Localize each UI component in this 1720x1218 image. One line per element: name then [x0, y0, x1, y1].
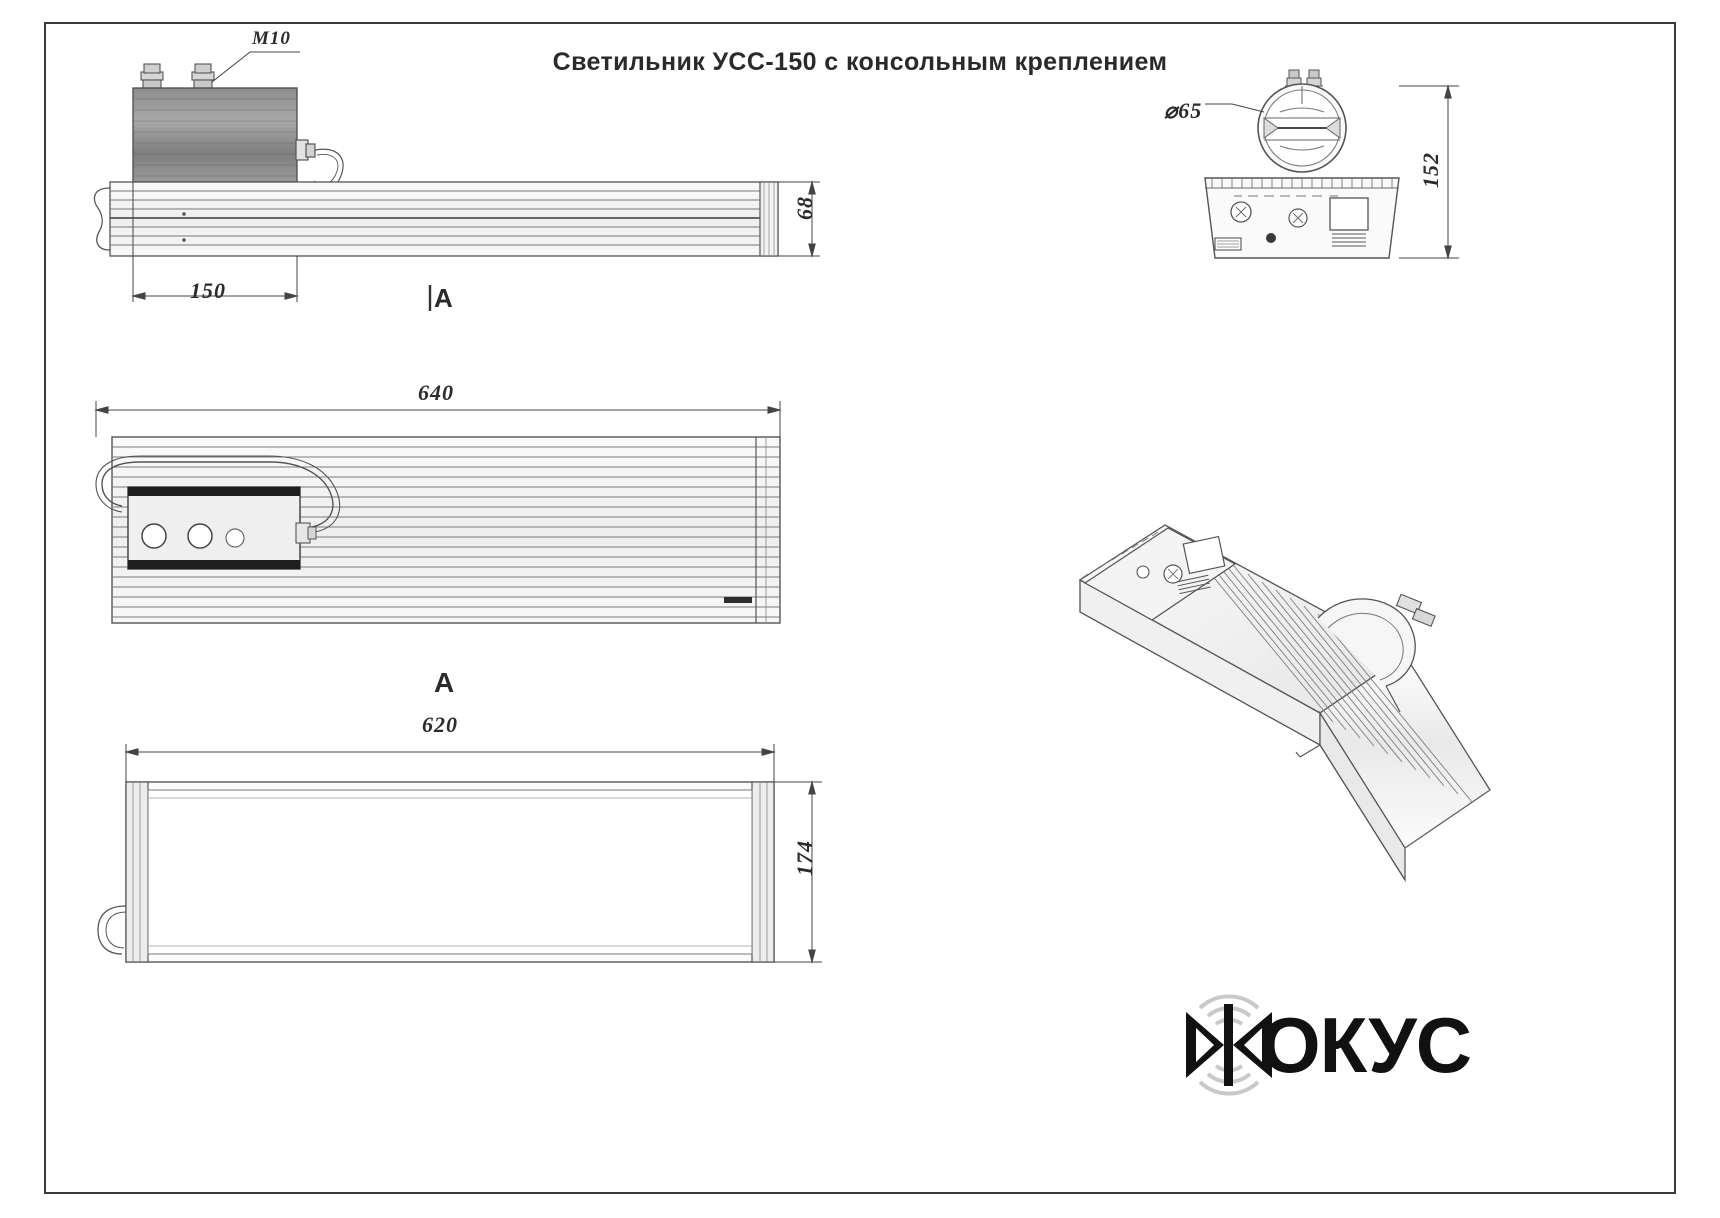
dimension-68 [778, 180, 820, 258]
label-150: 150 [190, 278, 226, 303]
view-side-profile [93, 51, 779, 257]
heatsink-body [109, 181, 779, 257]
cable-gland [295, 139, 344, 190]
view-bottom [95, 436, 781, 624]
view-end [1204, 69, 1400, 259]
diameter-leader-line [1205, 103, 1265, 113]
m10-bolts [138, 63, 217, 89]
label-152: 152 [1418, 152, 1443, 188]
dimension-640 [94, 401, 782, 437]
label-m10: M10 [252, 28, 291, 49]
cable-loop-bottom [101, 461, 334, 529]
dimension-174 [774, 780, 822, 964]
label-640: 640 [418, 380, 454, 405]
iso-bracket [1317, 593, 1436, 713]
logo-wordmark: ОКУС [1260, 1001, 1472, 1089]
label-diameter-65: ⌀65 [1164, 98, 1203, 123]
view-isometric [1078, 524, 1491, 883]
label-174: 174 [792, 840, 817, 876]
drawing-title: Светильник УСС-150 с консольным креплени… [552, 48, 1168, 76]
dimension-152 [1399, 84, 1459, 260]
view-front [97, 781, 775, 963]
m10-leader-line [211, 51, 300, 83]
section-marker-a-top: A [434, 283, 453, 313]
dimension-620 [124, 744, 776, 782]
sheet-border [44, 22, 1676, 1194]
bottom-label-plate [724, 597, 752, 603]
label-68: 68 [792, 196, 817, 220]
view-label-a: A [434, 667, 455, 698]
label-620: 620 [422, 712, 458, 737]
hanger-loop-left [93, 187, 111, 251]
driver-housing [132, 87, 298, 183]
hanger-loop-front [97, 905, 127, 955]
dimension-150 [131, 182, 299, 302]
focus-logo-mark [1186, 994, 1272, 1096]
